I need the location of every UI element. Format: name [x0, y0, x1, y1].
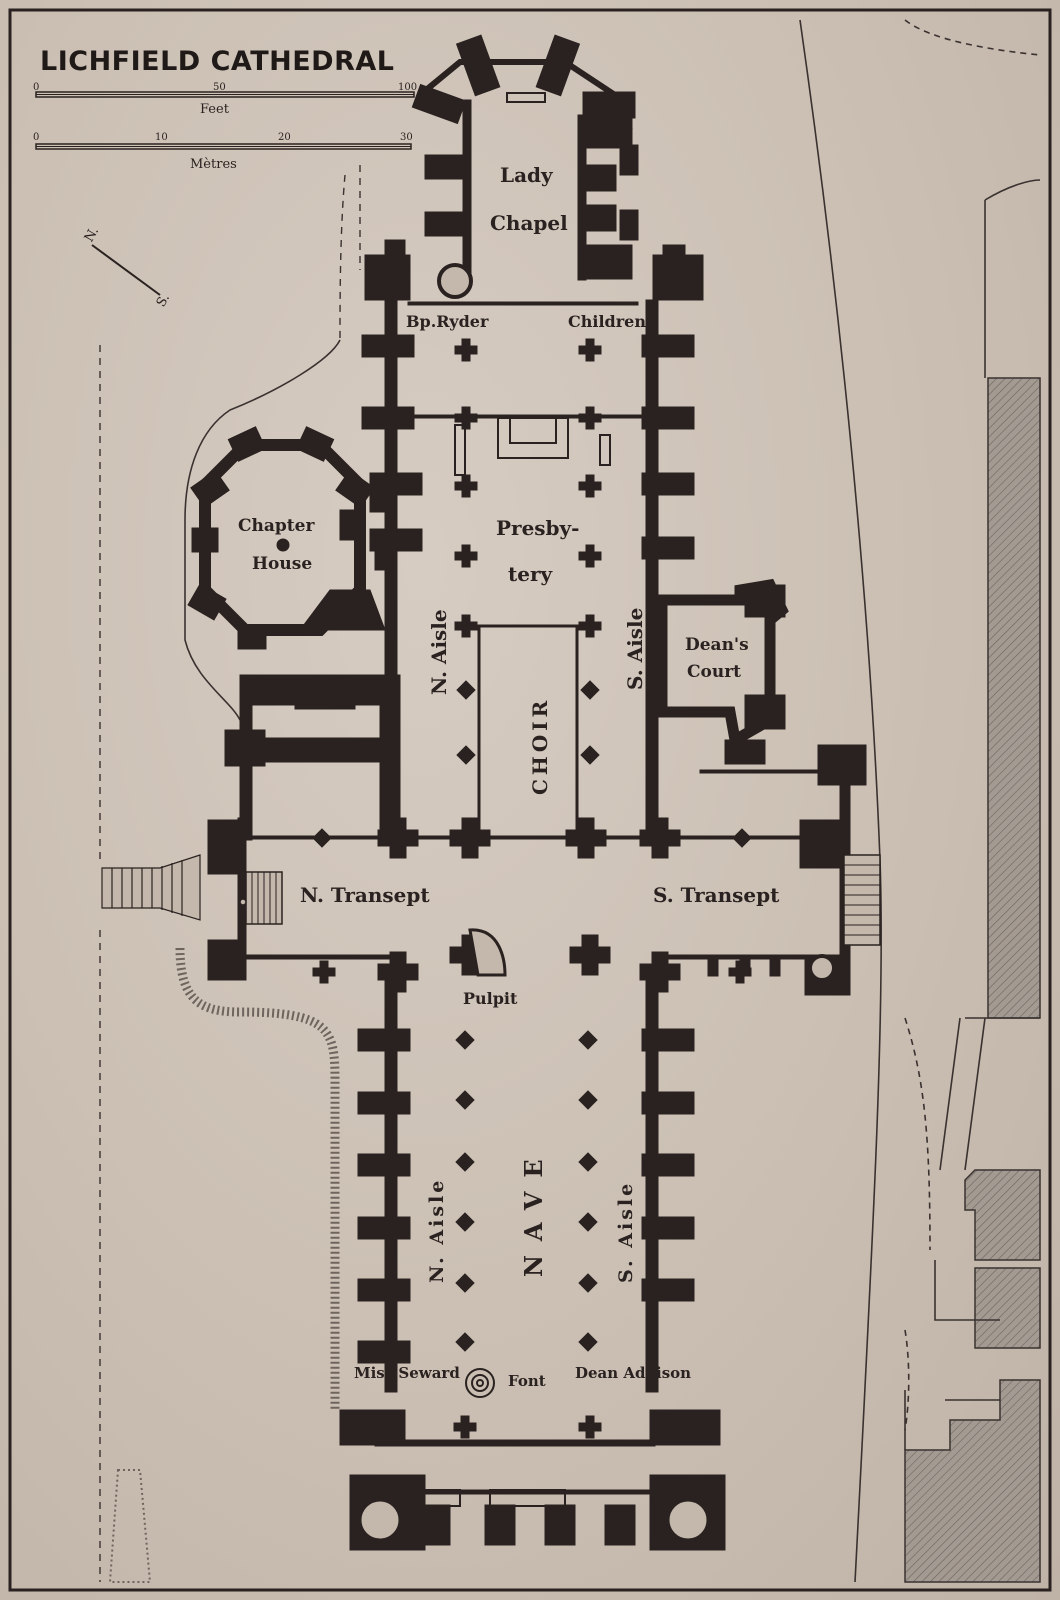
label-deans-court-1: Dean's [685, 635, 749, 655]
label-s-transept: S. Transept [653, 883, 780, 907]
label-deans-court-2: Court [687, 662, 741, 682]
label-n-aisle-choir: N. Aisle [427, 609, 451, 695]
label-lady-chapel-1: Lady [500, 163, 554, 187]
label-dean-addison: Dean Addison [575, 1364, 691, 1382]
scale-feet-tick-0: 0 [33, 82, 39, 93]
scale-feet-tick-100: 100 [398, 82, 417, 93]
compass-arrow: N. S. [82, 224, 173, 309]
label-nave: NAVE [519, 1145, 548, 1277]
scale-metres-tick-10: 10 [155, 132, 168, 143]
label-s-aisle-nave: S. Aisle [615, 1181, 637, 1283]
north-porch-steps [101, 854, 201, 921]
label-presbytery-2: tery [508, 562, 554, 586]
scale-metres-tick-20: 20 [278, 132, 291, 143]
label-presbytery-1: Presby- [496, 516, 579, 540]
label-miss-seward: Miss Seward [354, 1364, 460, 1382]
boundary-lines [799, 19, 1041, 1583]
label-lady-chapel-2: Chapel [490, 211, 568, 235]
compass-north-label: N. [82, 224, 102, 244]
scale-metres-label: Mètres [190, 157, 237, 172]
path-hatch [175, 947, 340, 1410]
scale-bars: 0 50 100 Feet 0 10 20 30 Mètres [33, 82, 417, 172]
scale-feet-tick-50: 50 [213, 82, 226, 93]
label-s-aisle-choir: S. Aisle [623, 608, 647, 690]
cathedral-walls [187, 34, 881, 1551]
scale-metres-tick-30: 30 [400, 132, 413, 143]
label-choir: CHOIR [528, 697, 552, 795]
label-bp-ryder: Bp.Ryder [406, 312, 489, 331]
label-chapter-house-1: Chapter [238, 516, 315, 536]
scale-feet-label: Feet [200, 102, 230, 117]
map-title: LICHFIELD CATHEDRAL [40, 46, 395, 77]
map-border [8, 8, 1052, 1592]
label-children: Children [568, 312, 646, 331]
label-n-transept: N. Transept [300, 883, 430, 907]
scale-metres-tick-0: 0 [33, 132, 39, 143]
left-paths [99, 165, 361, 1582]
churchyard-boundary [184, 339, 341, 721]
label-pulpit: Pulpit [463, 989, 518, 1008]
compass-south-label: S. [154, 291, 173, 309]
label-chapter-house-2: House [252, 554, 312, 574]
label-n-aisle-nave: N. Aisle [426, 1178, 448, 1283]
right-buildings [904, 377, 1041, 1583]
bottom-left-hatch [108, 1469, 152, 1583]
label-font: Font [508, 1372, 546, 1390]
